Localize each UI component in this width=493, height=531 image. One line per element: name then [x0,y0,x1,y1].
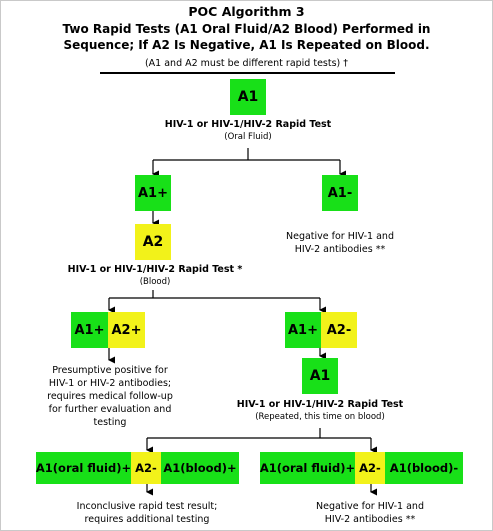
final-right-blood-box: A1(blood)- [385,452,463,484]
presumptive-line-2: HIV-1 or HIV-2 antibodies; [48,378,172,389]
final-negative-line-2: HIV-2 antibodies ** [324,514,416,525]
diagram-note: (A1 and A2 must be different rapid tests… [144,58,349,69]
step1-test-label: HIV-1 or HIV-1/HIV-2 Rapid Test [164,119,332,130]
presumptive-line-4: for further evaluation and [48,404,172,415]
step2-label-block: HIV-1 or HIV-1/HIV-2 Rapid Test * (Blood… [60,263,250,289]
final-left-a2-box: A2- [131,452,161,484]
inconclusive-result: Inconclusive rapid test result; requires… [62,500,232,526]
final-negative-line-1: Negative for HIV-1 and [316,501,424,512]
step1-negative-result: Negative for HIV-1 and HIV-2 antibodies … [270,230,410,256]
step1-specimen-label: (Oral Fluid) [224,132,272,142]
inconclusive-line-1: Inconclusive rapid test result; [76,501,218,512]
a1-neg-pair-a1: A1+ [285,312,321,348]
final-left-oral-box: A1(oral fluid)+ [36,452,131,484]
step1-label-block: HIV-1 or HIV-1/HIV-2 Rapid Test (Oral Fl… [148,118,348,144]
final-right-a2-box: A2- [355,452,385,484]
final-left-blood-box: A1(blood)+ [161,452,239,484]
presumptive-positive-result: Presumptive positive for HIV-1 or HIV-2 … [40,364,180,429]
step3-specimen-label: (Repeated, this time on blood) [255,412,385,422]
diagram-title: POC Algorithm 3 [188,4,305,19]
a2-blood-box: A2 [135,224,171,260]
a1-neg-pair-a2: A2- [321,312,357,348]
step2-specimen-label: (Blood) [139,277,171,287]
step2-test-label: HIV-1 or HIV-1/HIV-2 Rapid Test * [67,264,243,275]
header-underline [100,72,395,74]
a1-negative-box: A1- [322,175,358,211]
inconclusive-line-2: requires additional testing [84,514,210,525]
subtitle-line-1: Two Rapid Tests (A1 Oral Fluid/A2 Blood)… [62,22,431,36]
presumptive-line-3: requires medical follow-up [47,391,173,402]
a1-pos-pair-a2: A2+ [108,312,145,348]
subtitle-line-2: Sequence; If A2 Is Negative, A1 Is Repea… [63,37,430,52]
a1-repeat-box: A1 [302,358,338,394]
presumptive-line-5: testing [93,417,127,428]
a1-pos-pair-a1: A1+ [71,312,108,348]
negative-text-line-2: HIV-2 antibodies ** [294,244,386,255]
final-right-oral-box: A1(oral fluid)+ [260,452,355,484]
negative-text-line-1: Negative for HIV-1 and [286,231,394,242]
diagram-subtitle: Two Rapid Tests (A1 Oral Fluid/A2 Blood)… [0,22,493,53]
a1-positive-box: A1+ [135,175,171,211]
a1-oral-box: A1 [230,79,266,115]
step3-label-block: HIV-1 or HIV-1/HIV-2 Rapid Test (Repeate… [225,398,415,424]
presumptive-line-1: Presumptive positive for [52,365,168,376]
step3-test-label: HIV-1 or HIV-1/HIV-2 Rapid Test [236,399,404,410]
final-negative-result: Negative for HIV-1 and HIV-2 antibodies … [300,500,440,526]
